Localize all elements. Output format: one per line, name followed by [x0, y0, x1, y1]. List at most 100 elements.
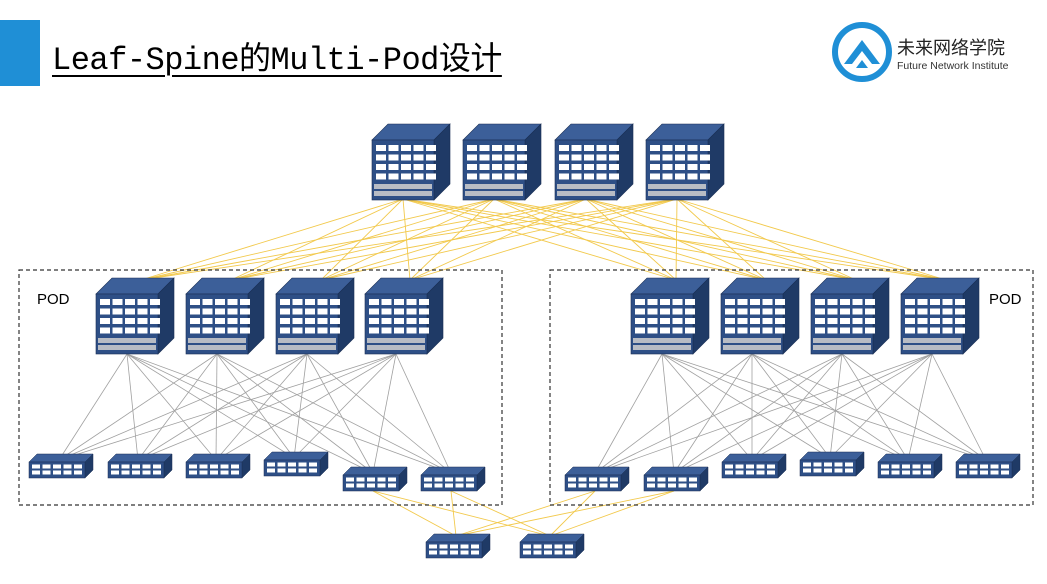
border-uplink-line: [549, 490, 675, 537]
downlink-line: [395, 353, 452, 474]
super-spine-switch-1: [371, 123, 451, 201]
downlink-line: [215, 353, 218, 461]
downlink-line: [829, 353, 843, 459]
downlink-line: [751, 353, 843, 461]
leaf-switch-right-5: [877, 453, 943, 479]
slide-title: Leaf-Spine的Multi-Pod设计: [52, 42, 502, 79]
leaf-switch-right-6: [955, 453, 1021, 479]
border-uplink-line: [450, 490, 551, 537]
downlink-line: [58, 353, 397, 461]
uplink-line: [493, 198, 767, 281]
downlink-line: [907, 353, 933, 461]
leaf-switch-right-2: [643, 466, 709, 492]
pod-label-right: POD: [989, 291, 1022, 308]
downlink-line: [372, 353, 397, 474]
title-accent-bar: [0, 20, 40, 86]
downlink-line: [293, 353, 397, 459]
spine-switch-right-3: [810, 277, 890, 355]
downlink-line: [126, 353, 374, 474]
downlink-line: [58, 353, 308, 461]
border-uplink-line: [372, 490, 457, 537]
leaf-switch-right-3: [721, 453, 787, 479]
downlink-line: [673, 353, 843, 474]
leaf-switch-left-5: [342, 466, 408, 492]
downlink-line: [594, 353, 843, 474]
downlink-line: [126, 353, 295, 459]
downlink-line: [751, 353, 933, 461]
spine-switch-left-1: [95, 277, 175, 355]
downlink-line: [126, 353, 452, 474]
uplink-line: [676, 198, 857, 281]
downlink-line: [594, 353, 753, 474]
downlink-line: [293, 353, 308, 459]
downlink-line: [661, 353, 831, 459]
downlink-line: [126, 353, 139, 461]
uplink-line: [320, 198, 678, 281]
uplink-line: [493, 198, 677, 281]
uplink-line: [402, 198, 677, 281]
downlink-line: [58, 353, 128, 461]
pod-label-left: POD: [37, 291, 70, 308]
spine-switch-left-3: [275, 277, 355, 355]
downlink-line: [751, 353, 987, 461]
downlink-line: [137, 353, 308, 461]
downlink-line: [594, 353, 663, 474]
uplink-line: [676, 198, 947, 281]
downlink-line: [661, 353, 675, 474]
downlink-line: [306, 353, 452, 474]
downlink-line: [673, 353, 933, 474]
downlink-line: [673, 353, 753, 474]
pod-boundary-left: [18, 269, 503, 506]
uplink-line: [140, 198, 678, 281]
uplink-line: [140, 198, 404, 281]
spine-switch-left-2: [185, 277, 265, 355]
downlink-line: [841, 353, 909, 461]
downlink-line: [661, 353, 753, 461]
border-uplink-line: [455, 490, 596, 537]
leaf-switch-left-1: [28, 453, 94, 479]
logo-name-en: Future Network Institute: [897, 60, 1009, 72]
super-spine-switch-3: [554, 123, 634, 201]
downlink-line: [215, 353, 397, 461]
downlink-line: [594, 353, 933, 474]
leaf-switch-left-2: [107, 453, 173, 479]
downlink-line: [137, 353, 218, 461]
downlink-line: [841, 353, 987, 461]
downlink-line: [661, 353, 987, 461]
leaf-switch-left-6: [420, 466, 486, 492]
link-layer: [58, 198, 987, 537]
uplink-line: [140, 198, 587, 281]
border-uplink-line: [549, 490, 596, 537]
super-spine-switch-4: [645, 123, 725, 201]
uplink-line: [140, 198, 495, 281]
downlink-line: [661, 353, 909, 461]
border-leaf-switch-1: [425, 533, 491, 559]
downlink-line: [126, 353, 217, 461]
spine-switch-right-1: [630, 277, 710, 355]
spine-switch-right-2: [720, 277, 800, 355]
leaf-switch-right-4: [799, 451, 865, 477]
downlink-line: [931, 353, 987, 461]
future-network-logo-icon: [832, 22, 892, 82]
leaf-switch-left-3: [185, 453, 251, 479]
downlink-line: [215, 353, 308, 461]
downlink-line: [137, 353, 397, 461]
super-spine-switch-2: [462, 123, 542, 201]
downlink-line: [216, 353, 452, 474]
leaf-switch-left-4: [263, 451, 329, 477]
device-layer: [28, 123, 1021, 559]
uplink-line: [409, 198, 678, 281]
spine-switch-left-4: [364, 277, 444, 355]
border-leaf-switch-2: [519, 533, 585, 559]
spine-switch-right-4: [900, 277, 980, 355]
downlink-line: [306, 353, 374, 474]
leaf-switch-right-1: [564, 466, 630, 492]
downlink-line: [58, 353, 218, 461]
uplink-line: [676, 198, 767, 281]
uplink-line: [675, 198, 678, 281]
border-uplink-line: [455, 490, 675, 537]
downlink-line: [829, 353, 933, 459]
downlink-line: [751, 353, 909, 461]
border-uplink-line: [450, 490, 457, 537]
